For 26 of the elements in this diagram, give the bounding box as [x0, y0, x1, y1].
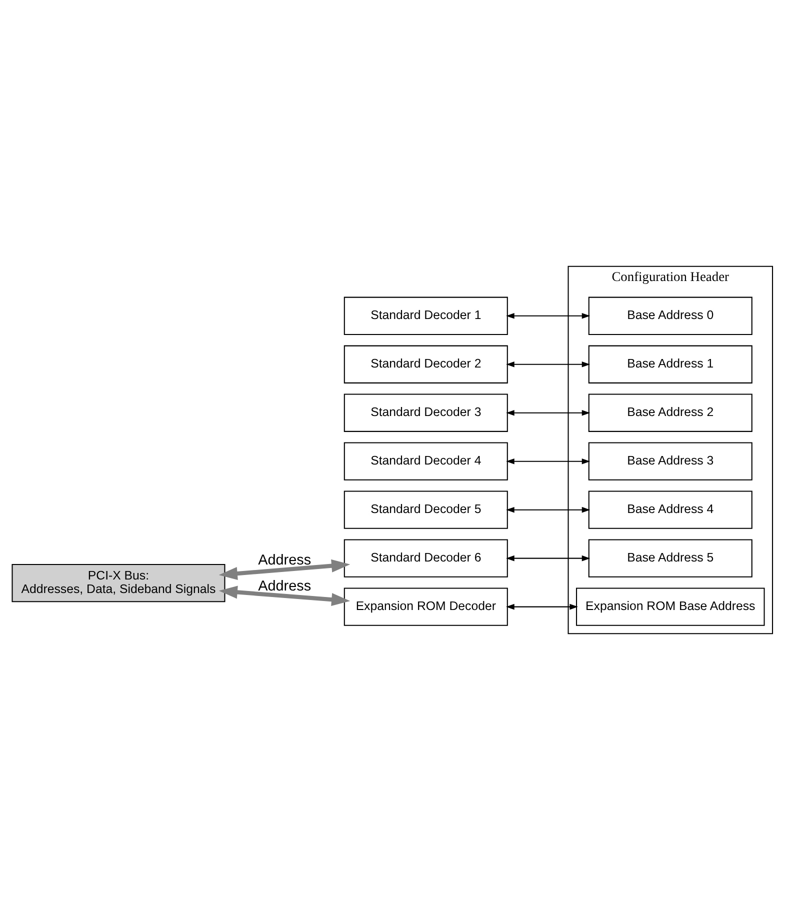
node-box: Expansion ROM Base Address — [576, 587, 765, 626]
arrow — [506, 554, 590, 561]
node-box: Standard Decoder 4 — [344, 442, 508, 480]
node-box: PCI-X Bus: Addresses, Data, Sideband Signals — [12, 564, 226, 602]
node-box: Standard Decoder 5 — [344, 490, 508, 528]
arrow — [506, 360, 590, 367]
node-box: Base Address 0 — [588, 296, 752, 334]
node-box: Base Address 4 — [588, 490, 752, 528]
edge-label: Address — [258, 552, 312, 568]
arrow — [506, 458, 590, 464]
edge-label: Address — [258, 578, 312, 594]
node-box: Standard Decoder 1 — [344, 296, 508, 334]
node-box: Standard Decoder 6 — [344, 538, 508, 577]
node-box: Standard Decoder 3 — [344, 393, 508, 432]
node-box: Base Address 1 — [588, 344, 752, 383]
arrow — [218, 558, 350, 580]
node-box: Base Address 3 — [588, 442, 752, 480]
node-box: Expansion ROM Decoder — [344, 587, 508, 626]
arrow — [506, 312, 590, 318]
arrow — [506, 409, 590, 416]
node-box: Base Address 2 — [588, 393, 752, 432]
arrow — [506, 506, 590, 512]
arrow — [218, 585, 350, 606]
node-box: Standard Decoder 2 — [344, 344, 508, 383]
node-box: Base Address 5 — [588, 538, 752, 577]
arrow — [506, 603, 578, 610]
